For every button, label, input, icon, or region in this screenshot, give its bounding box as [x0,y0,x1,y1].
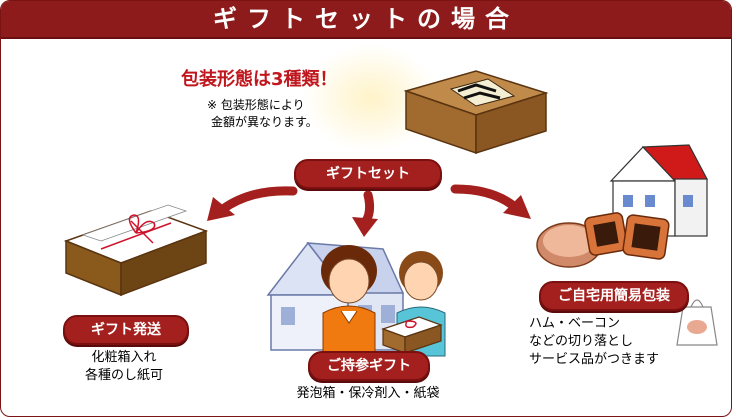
hand-delivery-label: ご持参ギフト [308,351,430,381]
gift-shipping-label: ギフト発送 [63,315,189,345]
ham-bacon-illustration [536,212,670,268]
home-use-label: ご自宅用簡易包装 [539,281,689,311]
bag-illustration [676,299,718,346]
home-use-line2: などの切り落とし [529,334,634,349]
packaging-note-line1: ※ 包装形態により [207,98,305,112]
gift-box-illustration [403,70,549,155]
gift-shipping-box-illustration [63,204,209,297]
gift-shipping-line2: 各種のし紙可 [84,368,163,383]
gift-set-label: ギフトセット [294,159,442,189]
arrow-right-icon [450,184,531,219]
arrow-left-icon [207,186,298,221]
home-use-line1: ハム・ベーコン [529,316,621,331]
women-with-gift-illustration [321,245,446,357]
glow-decoration [303,44,439,152]
home-use-line3: サービス品がつきます [529,352,660,367]
packaging-note-line2: 金額が異なります。 [211,115,318,129]
hand-delivery-line1: 発泡箱・保冷剤入・紙袋 [296,386,440,401]
gift-shipping-line1: 化粧箱入れ [91,350,157,365]
page-title: ギフトセットの場合 [1,1,731,39]
packaging-headline: 包装形態は3種類！ [181,69,338,90]
arrow-down-icon [352,191,378,237]
